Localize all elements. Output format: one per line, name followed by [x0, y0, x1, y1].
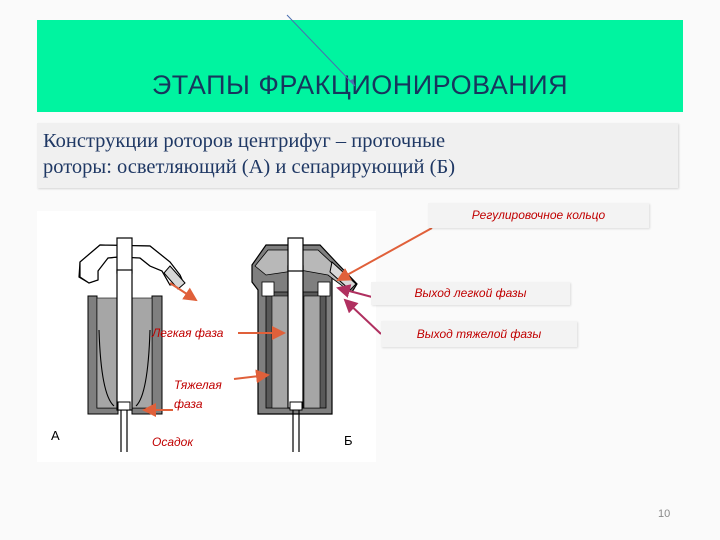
label-heavy-phase-line1: Тяжелая [174, 378, 222, 392]
label-sediment: Осадок [152, 435, 193, 449]
arrow-a-outlet [169, 282, 198, 302]
subtitle-box: Конструкции роторов центрифуг – проточны… [37, 123, 678, 188]
label-heavy-phase-line2: фаза [174, 397, 203, 411]
callout-light-phase-outlet-label: Выход легкой фазы [414, 286, 527, 300]
slide-title: ЭТАПЫ ФРАКЦИОНИРОВАНИЯ [151, 70, 569, 100]
callout-adjusting-ring: Регулировочное кольцо [428, 203, 649, 228]
arrow-heavy-phase [233, 369, 270, 384]
subtitle: Конструкции роторов центрифуг – проточны… [43, 128, 673, 180]
callout-heavy-phase-outlet-label: Выход тяжелой фазы [416, 327, 542, 341]
title-band: ЭТАПЫ ФРАКЦИОНИРОВАНИЯ [37, 20, 683, 112]
rotor-b-letter: Б [344, 433, 353, 448]
rotor-a [78, 237, 186, 452]
subtitle-line-1: Конструкции роторов центрифуг – проточны… [43, 130, 446, 152]
subtitle-line-2: роторы: осветляющий (А) и сепарирующий (… [43, 156, 456, 178]
rotor-b [251, 237, 358, 452]
arrow-heavy-outlet [343, 298, 382, 335]
arrow-light-outlet [336, 284, 373, 298]
page-number: 10 [658, 508, 671, 520]
callout-light-phase-outlet: Выход легкой фазы [371, 282, 570, 305]
callout-heavy-phase-outlet: Выход тяжелой фазы [381, 321, 577, 347]
callout-adjusting-ring-label: Регулировочное кольцо [471, 208, 606, 222]
rotor-a-letter: А [51, 428, 60, 443]
arrow-adjusting-ring [336, 227, 433, 281]
label-light-phase: Легкая фаза [152, 326, 224, 340]
